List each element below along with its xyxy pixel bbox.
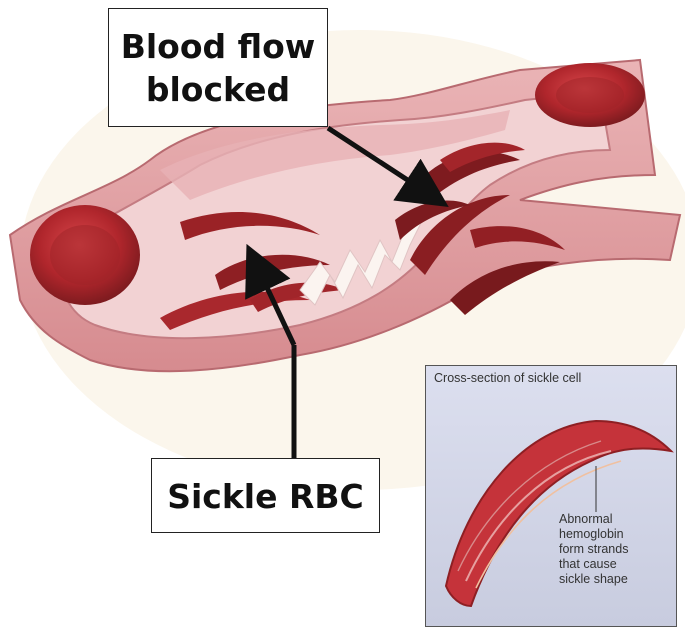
normal-red-blood-cell-inner [556,77,624,113]
blood-flow-blocked-label: Blood flow blocked [108,8,328,127]
cross-section-inset: Cross-section of sickle cell Abnormal he… [425,365,677,627]
sickle-cell-cross-section [426,366,677,627]
blood-flow-label-line2: blocked [109,68,327,111]
note-line: Abnormal [559,512,671,527]
hemoglobin-note: Abnormal hemoglobin form strands that ca… [559,512,671,587]
note-line: form strands [559,542,671,557]
note-line: that cause [559,557,671,572]
note-line: sickle shape [559,572,671,587]
note-line: hemoglobin [559,527,671,542]
blood-flow-label-line1: Blood flow [109,25,327,68]
normal-red-blood-cell-inner [50,225,120,285]
sickle-rbc-label: Sickle RBC [151,458,380,533]
